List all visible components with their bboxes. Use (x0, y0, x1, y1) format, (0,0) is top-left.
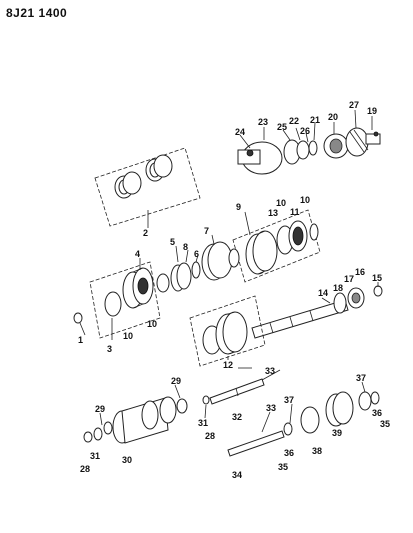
callout-21: 21 (310, 115, 320, 125)
callout-35: 35 (278, 462, 288, 472)
callout-25: 25 (277, 122, 287, 132)
callout-27: 27 (349, 100, 359, 110)
callout-35: 35 (380, 419, 390, 429)
callout-10: 10 (123, 331, 133, 341)
shaft-34 (227, 430, 285, 457)
callout-33: 33 (265, 366, 275, 376)
rear-housing-assembly (237, 127, 381, 175)
synchronizer-and-gears (156, 241, 240, 293)
callout-31: 31 (198, 418, 208, 428)
input-gear-assembly-3 (73, 261, 161, 339)
callout-17: 17 (344, 274, 354, 284)
callout-15: 15 (372, 273, 382, 283)
parts-box-3 (89, 261, 161, 339)
callout-38: 38 (312, 446, 322, 456)
callout-16: 16 (355, 267, 365, 277)
callout-39: 39 (332, 428, 342, 438)
callout-19: 19 (367, 106, 377, 116)
reverse-idler-assembly (300, 391, 380, 434)
callout-24: 24 (235, 127, 245, 137)
callout-1: 1 (78, 335, 83, 345)
leader-lines (79, 109, 379, 433)
callout-20: 20 (328, 112, 338, 122)
callout-7: 7 (204, 226, 209, 236)
diagram-code: 8J21 1400 (6, 6, 68, 20)
callout-18: 18 (333, 283, 343, 293)
cluster-gear-assembly-9 (232, 209, 321, 283)
gear-set-12 (189, 295, 266, 367)
callout-29: 29 (95, 404, 105, 414)
callout-10: 10 (276, 198, 286, 208)
shafts-32-34 (202, 378, 293, 457)
callout-14: 14 (318, 288, 328, 298)
mainshaft-14 (251, 285, 383, 339)
callout-13: 13 (268, 208, 278, 218)
callout-29: 29 (171, 376, 181, 386)
callout-28: 28 (205, 431, 215, 441)
callout-30: 30 (122, 455, 132, 465)
callout-23: 23 (258, 117, 268, 127)
callout-4: 4 (135, 249, 140, 259)
callout-3: 3 (107, 344, 112, 354)
bearing-cup-set-2 (94, 147, 201, 227)
callout-33: 33 (266, 403, 276, 413)
parts-box-9 (232, 209, 321, 283)
callout-numbers: 2 24 23 25 22 26 21 20 27 19 9 10 10 13 … (78, 100, 390, 480)
callout-28: 28 (80, 464, 90, 474)
callout-34: 34 (232, 470, 242, 480)
callout-12: 12 (223, 360, 233, 370)
callout-10: 10 (300, 195, 310, 205)
callout-8: 8 (183, 242, 188, 252)
callout-9: 9 (236, 202, 241, 212)
callout-36: 36 (372, 408, 382, 418)
parts-box-12 (189, 295, 266, 367)
callout-6: 6 (194, 249, 199, 259)
callout-5: 5 (170, 237, 175, 247)
callout-10: 10 (147, 319, 157, 329)
callout-11: 11 (290, 207, 300, 217)
callout-22: 22 (289, 116, 299, 126)
callout-37: 37 (284, 395, 294, 405)
callout-26: 26 (300, 126, 310, 136)
callout-37: 37 (356, 373, 366, 383)
callout-36: 36 (284, 448, 294, 458)
callout-31: 31 (90, 451, 100, 461)
countershaft-cluster-30 (83, 396, 188, 444)
callout-32: 32 (232, 412, 242, 422)
callout-2: 2 (143, 228, 148, 238)
parts-box-2 (94, 147, 201, 227)
